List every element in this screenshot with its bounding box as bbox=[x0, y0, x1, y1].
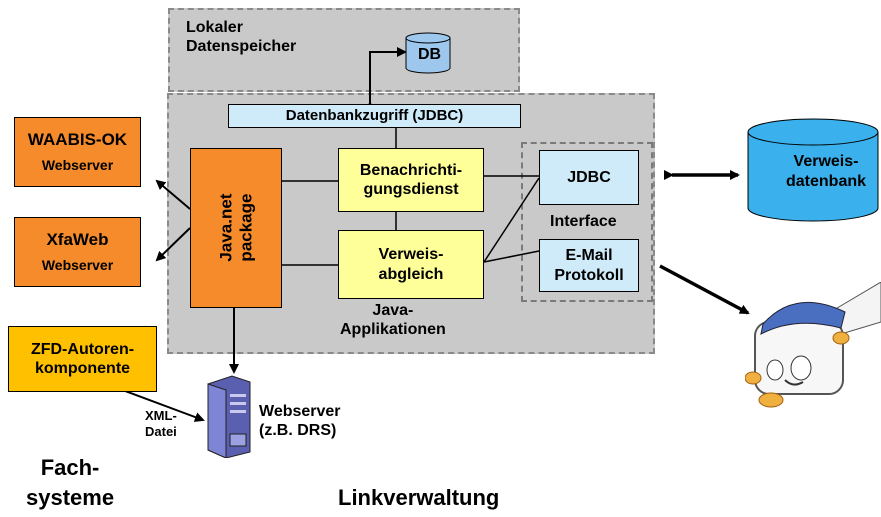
notification-service-box: Benachrichti- gungsdienst bbox=[338, 148, 484, 212]
xml-file-label: XML- Datei bbox=[145, 408, 177, 440]
linkverwaltung-caption: Linkverwaltung bbox=[338, 485, 500, 510]
fachsysteme-caption: Fach- systeme bbox=[26, 455, 115, 510]
xfaweb-subtitle: Webserver bbox=[41, 256, 114, 273]
local-storage-region bbox=[168, 8, 520, 92]
zfd-authoring-box: ZFD-Autoren- komponente bbox=[8, 326, 157, 392]
jdbc-box: JDBC bbox=[539, 150, 639, 205]
interface-group bbox=[521, 142, 653, 302]
db-cylinder-icon bbox=[405, 32, 451, 74]
zfd-webserver-arrow bbox=[124, 390, 205, 422]
waabis-ok-subtitle: Webserver bbox=[41, 156, 114, 173]
email-mail-arrow bbox=[659, 264, 750, 315]
java-applications-region bbox=[167, 93, 655, 354]
link-check-box: Verweis- abgleich bbox=[338, 230, 484, 299]
mail-figure-icon bbox=[745, 282, 881, 408]
waabis-ok-box: WAABIS-OK Webserver bbox=[14, 117, 141, 187]
db-label: DB bbox=[418, 46, 442, 63]
database-access-box: Datenbankzugriff (JDBC) bbox=[228, 104, 521, 128]
xfaweb-box: XfaWeb Webserver bbox=[14, 217, 141, 287]
webserver-tower-icon bbox=[207, 375, 251, 458]
waabis-ok-title: WAABIS-OK bbox=[27, 130, 128, 150]
javanet-xfaweb-arrow bbox=[155, 227, 191, 262]
email-protocol-box: E-Mail Protokoll bbox=[539, 239, 639, 292]
java-net-package-box: Java.net package bbox=[190, 148, 282, 308]
webserver-drs-label: Webserver (z.B. DRS) bbox=[259, 403, 341, 440]
verweis-email-line bbox=[483, 250, 540, 263]
interface-label: Interface bbox=[550, 213, 617, 230]
db-access-arrow bbox=[365, 47, 407, 111]
xfaweb-title: XfaWeb bbox=[46, 230, 109, 250]
javanet-waabis-arrow bbox=[155, 179, 191, 210]
verweis-jdbc-line bbox=[483, 177, 540, 263]
local-storage-label: Lokaler Datenspeicher bbox=[186, 19, 297, 56]
link-database-cylinder-icon bbox=[747, 118, 879, 222]
link-database-label: Verweis- datenbank bbox=[786, 153, 867, 190]
java-net-package-label: Java.net package bbox=[216, 193, 255, 263]
java-applications-label: Java- Applikationen bbox=[340, 302, 446, 339]
